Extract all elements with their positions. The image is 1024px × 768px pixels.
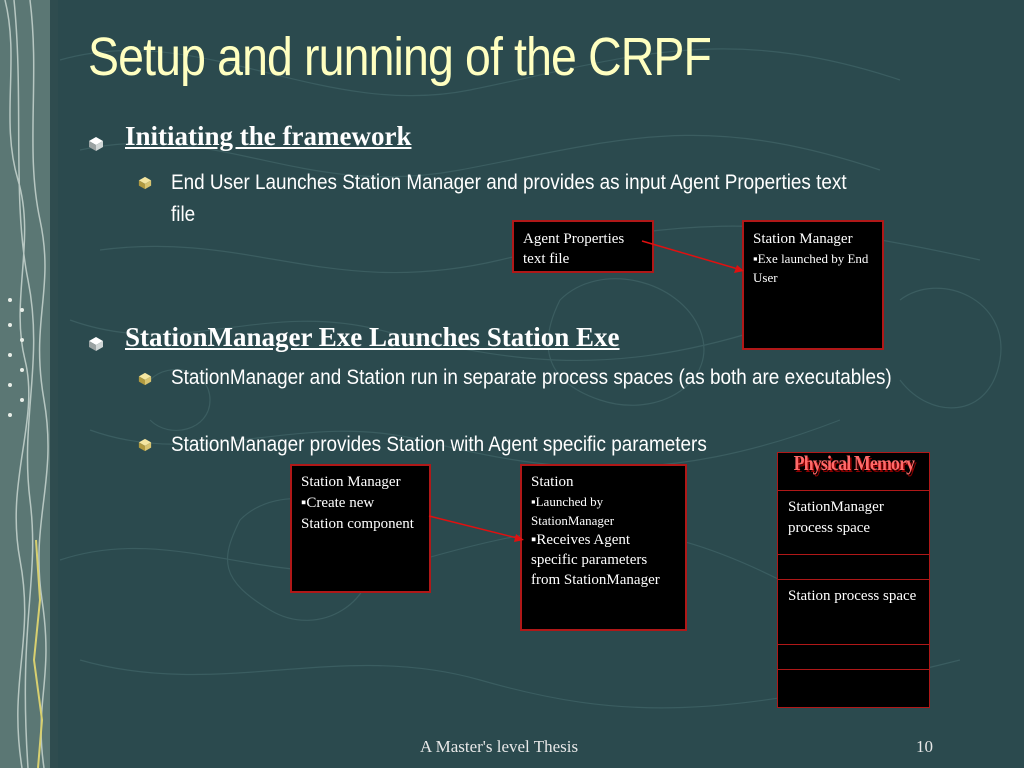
memory-cell-station-manager: StationManager process space xyxy=(777,490,930,555)
square-bullet-icon: ▪ xyxy=(531,494,536,509)
square-bullet-icon: ▪ xyxy=(531,532,537,548)
station-bullet-receives: Receives Agent specific parameters from … xyxy=(531,532,660,588)
cube-bullet-icon xyxy=(89,137,103,151)
station-manager-bullet: Create new Station component xyxy=(301,495,414,532)
square-bullet-icon: ▪ xyxy=(301,495,307,511)
section-heading-initiating: Initiating the framework xyxy=(125,121,412,151)
arrow-props-to-manager xyxy=(641,240,744,273)
slide-title: Setup and running of the CRPF xyxy=(88,27,712,87)
footer-thesis-label: A Master's level Thesis xyxy=(420,737,579,756)
station-manager-box: Station Manager ▪Exe launched by End Use… xyxy=(742,220,884,350)
sub-item-launch: End User Launches Station Manager and pr… xyxy=(171,171,847,226)
arrow-manager-to-station xyxy=(428,515,524,542)
sub-item-process-spaces: StationManager and Station run in separa… xyxy=(171,366,892,389)
cube-sub-bullet-icon xyxy=(138,438,152,452)
memory-station-manager-label: StationManager process space xyxy=(788,499,884,536)
cube-sub-bullet-icon xyxy=(138,176,152,190)
cube-sub-bullet-icon xyxy=(138,372,152,386)
station-box: Station ▪Launched by StationManager ▪Rec… xyxy=(520,464,687,631)
station-title: Station xyxy=(531,474,574,490)
memory-cell-station: Station process space xyxy=(777,579,930,645)
memory-cell-empty xyxy=(777,644,930,670)
memory-cell-empty xyxy=(777,669,930,708)
memory-cell-empty xyxy=(777,554,930,580)
agent-properties-box: Agent Properties text file xyxy=(512,220,654,273)
station-manager-title: Station Manager xyxy=(301,474,401,490)
page-number: 10 xyxy=(916,737,933,756)
square-bullet-icon: ▪ xyxy=(753,251,758,266)
memory-station-label: Station process space xyxy=(788,588,917,604)
station-manager-create-box: Station Manager ▪Create new Station comp… xyxy=(290,464,431,593)
section-heading-station-exe: StationManager Exe Launches Station Exe xyxy=(125,322,620,352)
cube-bullet-icon xyxy=(89,337,103,351)
station-bullet-launched: Launched by StationManager xyxy=(531,494,615,528)
left-decorative-strip xyxy=(0,0,58,768)
station-manager-bullet: Exe launched by End User xyxy=(753,251,869,285)
station-manager-title: Station Manager xyxy=(753,231,853,247)
agent-properties-label: Agent Properties text file xyxy=(523,231,625,267)
physical-memory-title: Physical Memory xyxy=(793,451,915,475)
sub-item-parameters: StationManager provides Station with Age… xyxy=(171,433,707,456)
